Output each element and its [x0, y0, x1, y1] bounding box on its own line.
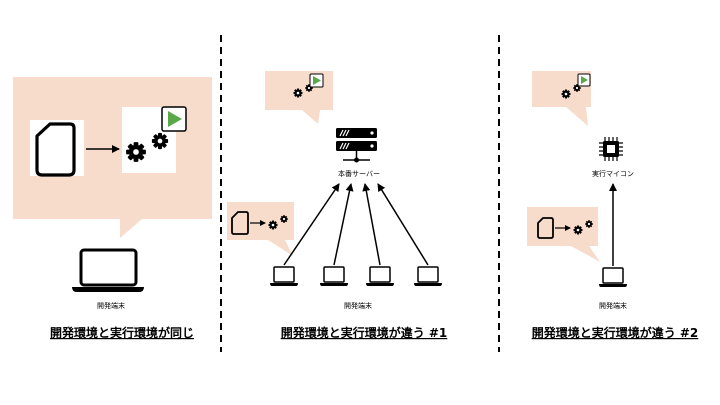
gears-icon: [126, 132, 169, 162]
speech-bubble-device: [227, 202, 294, 256]
panel-title: 開発環境と実行環境が違う #1: [281, 325, 448, 340]
speech-bubble-device: [527, 207, 600, 262]
arrow-device-3-to-server: [362, 183, 381, 266]
panel-1: 開発端末 開発環境と実行環境が同じ: [13, 77, 212, 340]
laptop-icon: [366, 266, 394, 286]
speech-bubble-large: [13, 77, 212, 238]
panel-title: 開発環境と実行環境が違う #2: [532, 325, 699, 340]
laptop-icon: [270, 266, 298, 286]
laptop-icon: [320, 266, 348, 286]
chip-icon: [599, 137, 623, 161]
server-label: 本番サーバー: [338, 169, 380, 178]
panel-3: 実行マイコン: [527, 71, 698, 340]
laptop-icon: [72, 248, 144, 292]
play-icon: [309, 73, 324, 88]
arrow-device-1-to-server: [283, 183, 340, 266]
device-label: 開発端末: [599, 301, 627, 310]
speech-bubble-chip: [532, 71, 591, 126]
device-label: 開発端末: [344, 301, 372, 310]
panel-2: 本番サーバー: [227, 71, 447, 340]
gears-icon: [573, 220, 593, 235]
play-icon: [577, 73, 591, 87]
document-icon: [537, 217, 554, 239]
panel-title: 開発環境と実行環境が同じ: [50, 325, 194, 340]
document-icon: [35, 122, 76, 177]
gears-icon: [561, 84, 581, 99]
document-icon: [231, 211, 249, 235]
arrow-device-2-to-server: [333, 183, 354, 266]
device-label: 開発端末: [97, 301, 125, 310]
laptop-icon: [599, 267, 627, 287]
speech-bubble-server: [265, 71, 333, 124]
laptop-icon: [414, 266, 442, 286]
gears-icon: [268, 215, 288, 230]
play-icon: [161, 106, 187, 132]
chip-label: 実行マイコン: [592, 169, 634, 178]
server-icon: [336, 128, 377, 163]
arrow-device-4-to-server: [377, 183, 429, 266]
